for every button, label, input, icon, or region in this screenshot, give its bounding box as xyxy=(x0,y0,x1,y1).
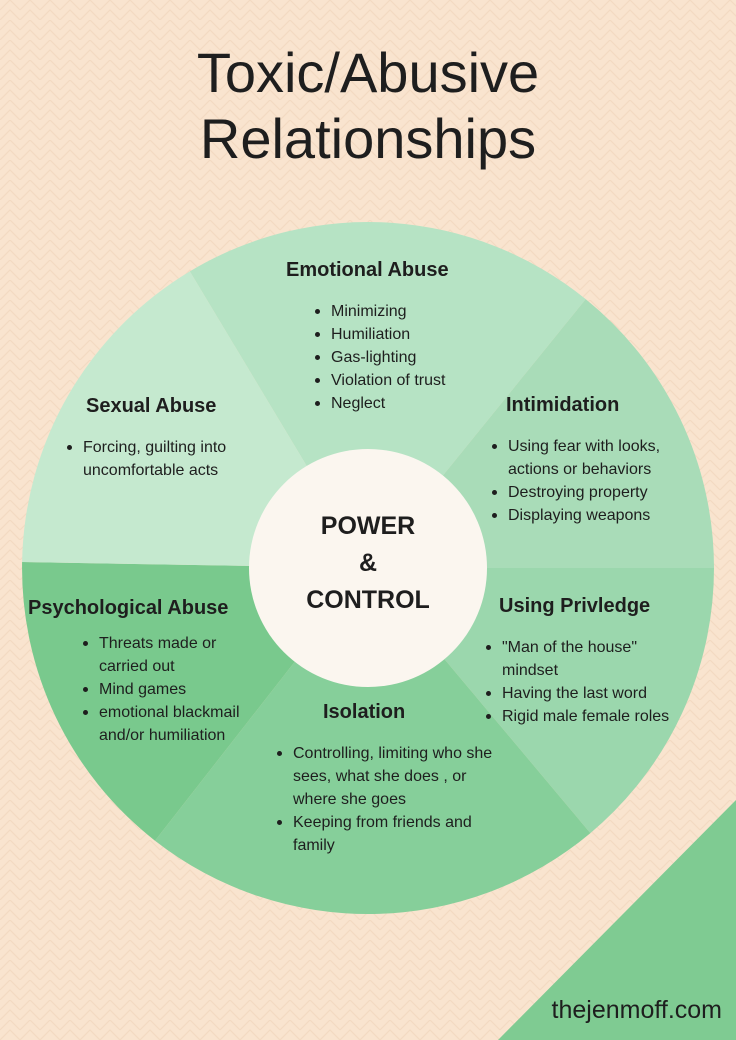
list-item: Forcing, guilting into uncomfortable act… xyxy=(64,436,264,482)
psychological-abuse-heading: Psychological Abuse xyxy=(28,597,229,619)
list-item: Keeping from friends and family xyxy=(274,811,499,857)
psychological-abuse-block: Psychological Abuse Threats made or carr… xyxy=(28,596,263,747)
emotional-abuse-heading: Emotional Abuse xyxy=(286,259,449,281)
page-title: Toxic/Abusive Relationships xyxy=(0,40,736,172)
title-line-2: Relationships xyxy=(199,107,537,170)
list-item: Violation of trust xyxy=(312,369,496,392)
emotional-abuse-block: Emotional Abuse Minimizing Humiliation G… xyxy=(286,258,496,415)
isolation-heading: Isolation xyxy=(323,701,406,723)
using-privledge-list: "Man of the house" mindset Having the la… xyxy=(483,636,673,728)
list-item: Using fear with looks, actions or behavi… xyxy=(489,435,689,481)
center-line-1: POWER xyxy=(320,512,416,540)
intimidation-list: Using fear with looks, actions or behavi… xyxy=(489,435,689,527)
list-item: emotional blackmail and/or humiliation xyxy=(80,701,250,747)
sexual-abuse-heading: Sexual Abuse xyxy=(86,395,217,417)
using-privledge-block: Using Privledge "Man of the house" minds… xyxy=(483,594,673,728)
center-line-3: CONTROL xyxy=(306,586,430,614)
isolation-list: Controlling, limiting who she sees, what… xyxy=(274,742,499,857)
intimidation-heading: Intimidation xyxy=(506,394,620,416)
list-item: "Man of the house" mindset xyxy=(483,636,673,682)
list-item: Gas-lighting xyxy=(312,346,496,369)
using-privledge-heading: Using Privledge xyxy=(499,595,651,617)
list-item: Humiliation xyxy=(312,323,496,346)
list-item: Having the last word xyxy=(483,682,673,705)
psychological-abuse-list: Threats made or carried out Mind games e… xyxy=(80,632,250,747)
site-credit: thejenmoff.com xyxy=(551,996,722,1024)
list-item: Controlling, limiting who she sees, what… xyxy=(274,742,499,811)
sector-emotional-abuse xyxy=(189,222,586,568)
sexual-abuse-block: Sexual Abuse Forcing, guilting into unco… xyxy=(64,394,264,482)
emotional-abuse-list: Minimizing Humiliation Gas-lighting Viol… xyxy=(312,300,496,415)
sexual-abuse-list: Forcing, guilting into uncomfortable act… xyxy=(64,436,264,482)
corner-triangle xyxy=(498,800,736,1040)
list-item: Displaying weapons xyxy=(489,504,689,527)
list-item: Mind games xyxy=(80,678,250,701)
intimidation-block: Intimidation Using fear with looks, acti… xyxy=(489,393,689,527)
list-item: Threats made or carried out xyxy=(80,632,250,678)
center-circle xyxy=(249,449,487,687)
center-label: POWER & CONTROL xyxy=(268,508,468,619)
title-line-1: Toxic/Abusive xyxy=(196,41,540,104)
center-line-2: & xyxy=(358,549,378,577)
isolation-block: Isolation Controlling, limiting who she … xyxy=(274,700,499,857)
list-item: Neglect xyxy=(312,392,496,415)
list-item: Minimizing xyxy=(312,300,496,323)
list-item: Rigid male female roles xyxy=(483,705,673,728)
sector-isolation xyxy=(155,568,591,915)
list-item: Destroying property xyxy=(489,481,689,504)
